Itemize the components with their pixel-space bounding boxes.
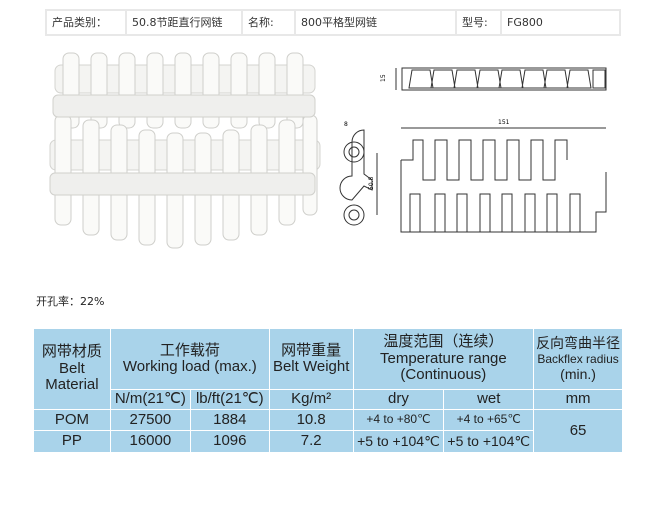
weight-header-cn: 网带重量 bbox=[281, 341, 342, 359]
backflex-header-en: Backflex radius bbox=[537, 352, 619, 367]
temperature-header-cn: 温度范围（连续） bbox=[383, 333, 504, 351]
offset-dim: 8 bbox=[344, 121, 348, 128]
material: POM bbox=[33, 409, 111, 431]
weight: 10.8 bbox=[268, 409, 354, 431]
name-label: 名称: bbox=[243, 11, 294, 34]
load-lbft: 1884 bbox=[189, 409, 270, 431]
temperature-header: 温度范围（连续）Temperature range(Continuous) bbox=[352, 328, 535, 390]
temp-dry: +4 to +80℃ bbox=[352, 409, 445, 431]
unit-lbft: lb/ft(21℃) bbox=[189, 389, 270, 410]
model-value: FG800 bbox=[502, 11, 619, 34]
load-lbft: 1096 bbox=[189, 430, 270, 453]
unit-wet: wet bbox=[443, 389, 535, 410]
category-value: 50.8节距直行网链 bbox=[127, 11, 241, 34]
technical-drawing: 15 151 8 50.8 bbox=[339, 67, 607, 233]
table-row: PP 16000 1096 7.2 +5 to +104℃ +5 to +104… bbox=[33, 430, 623, 453]
material-header-en: Material bbox=[45, 376, 99, 394]
unit-dry: dry bbox=[352, 389, 445, 410]
name-value: 800平格型网链 bbox=[296, 11, 455, 34]
material-header-en: Belt bbox=[59, 359, 85, 377]
top-view-outline bbox=[401, 67, 607, 91]
load-header-cn: 工作载荷 bbox=[159, 341, 220, 359]
model-label: 型号: bbox=[457, 11, 500, 34]
material: PP bbox=[33, 430, 111, 453]
width-dim: 151 bbox=[498, 119, 510, 126]
product-header: 产品类别： 50.8节距直行网链 名称: 800平格型网链 型号: FG800 bbox=[45, 9, 621, 36]
load-header-en: Working load (max.) bbox=[122, 358, 257, 375]
material-header-cn: 网带材质 bbox=[41, 343, 102, 361]
belt-product-photo bbox=[49, 52, 321, 249]
table-row: POM 27500 1884 10.8 +4 to +80℃ +4 to +65… bbox=[33, 409, 623, 453]
temp-wet: +4 to +65℃ bbox=[443, 409, 535, 431]
unit-mm: mm bbox=[533, 389, 623, 410]
thickness-dim: 15 bbox=[380, 74, 387, 82]
load-nm: 16000 bbox=[109, 430, 191, 453]
unit-kgm2: Kg/m² bbox=[268, 389, 354, 410]
temp-dry: +5 to +104℃ bbox=[352, 430, 445, 453]
weight-header-en: Belt Weight bbox=[272, 358, 350, 375]
unit-nm: N/m(21℃) bbox=[109, 389, 191, 410]
pitch-dim: 50.8 bbox=[368, 176, 375, 190]
backflex-header-cn: 反向弯曲半径 bbox=[536, 334, 621, 351]
backflex-value: 65 bbox=[533, 409, 623, 453]
temperature-header-en: (Continuous) bbox=[400, 366, 487, 384]
temperature-header-en: Temperature range bbox=[379, 349, 507, 367]
category-label: 产品类别： bbox=[47, 11, 125, 34]
open-area-ratio: 开孔率：22% bbox=[36, 295, 105, 308]
temp-wet: +5 to +104℃ bbox=[443, 430, 535, 453]
load-nm: 27500 bbox=[109, 409, 191, 431]
weight: 7.2 bbox=[268, 430, 354, 453]
backflex-header-en: (min.) bbox=[560, 365, 596, 382]
